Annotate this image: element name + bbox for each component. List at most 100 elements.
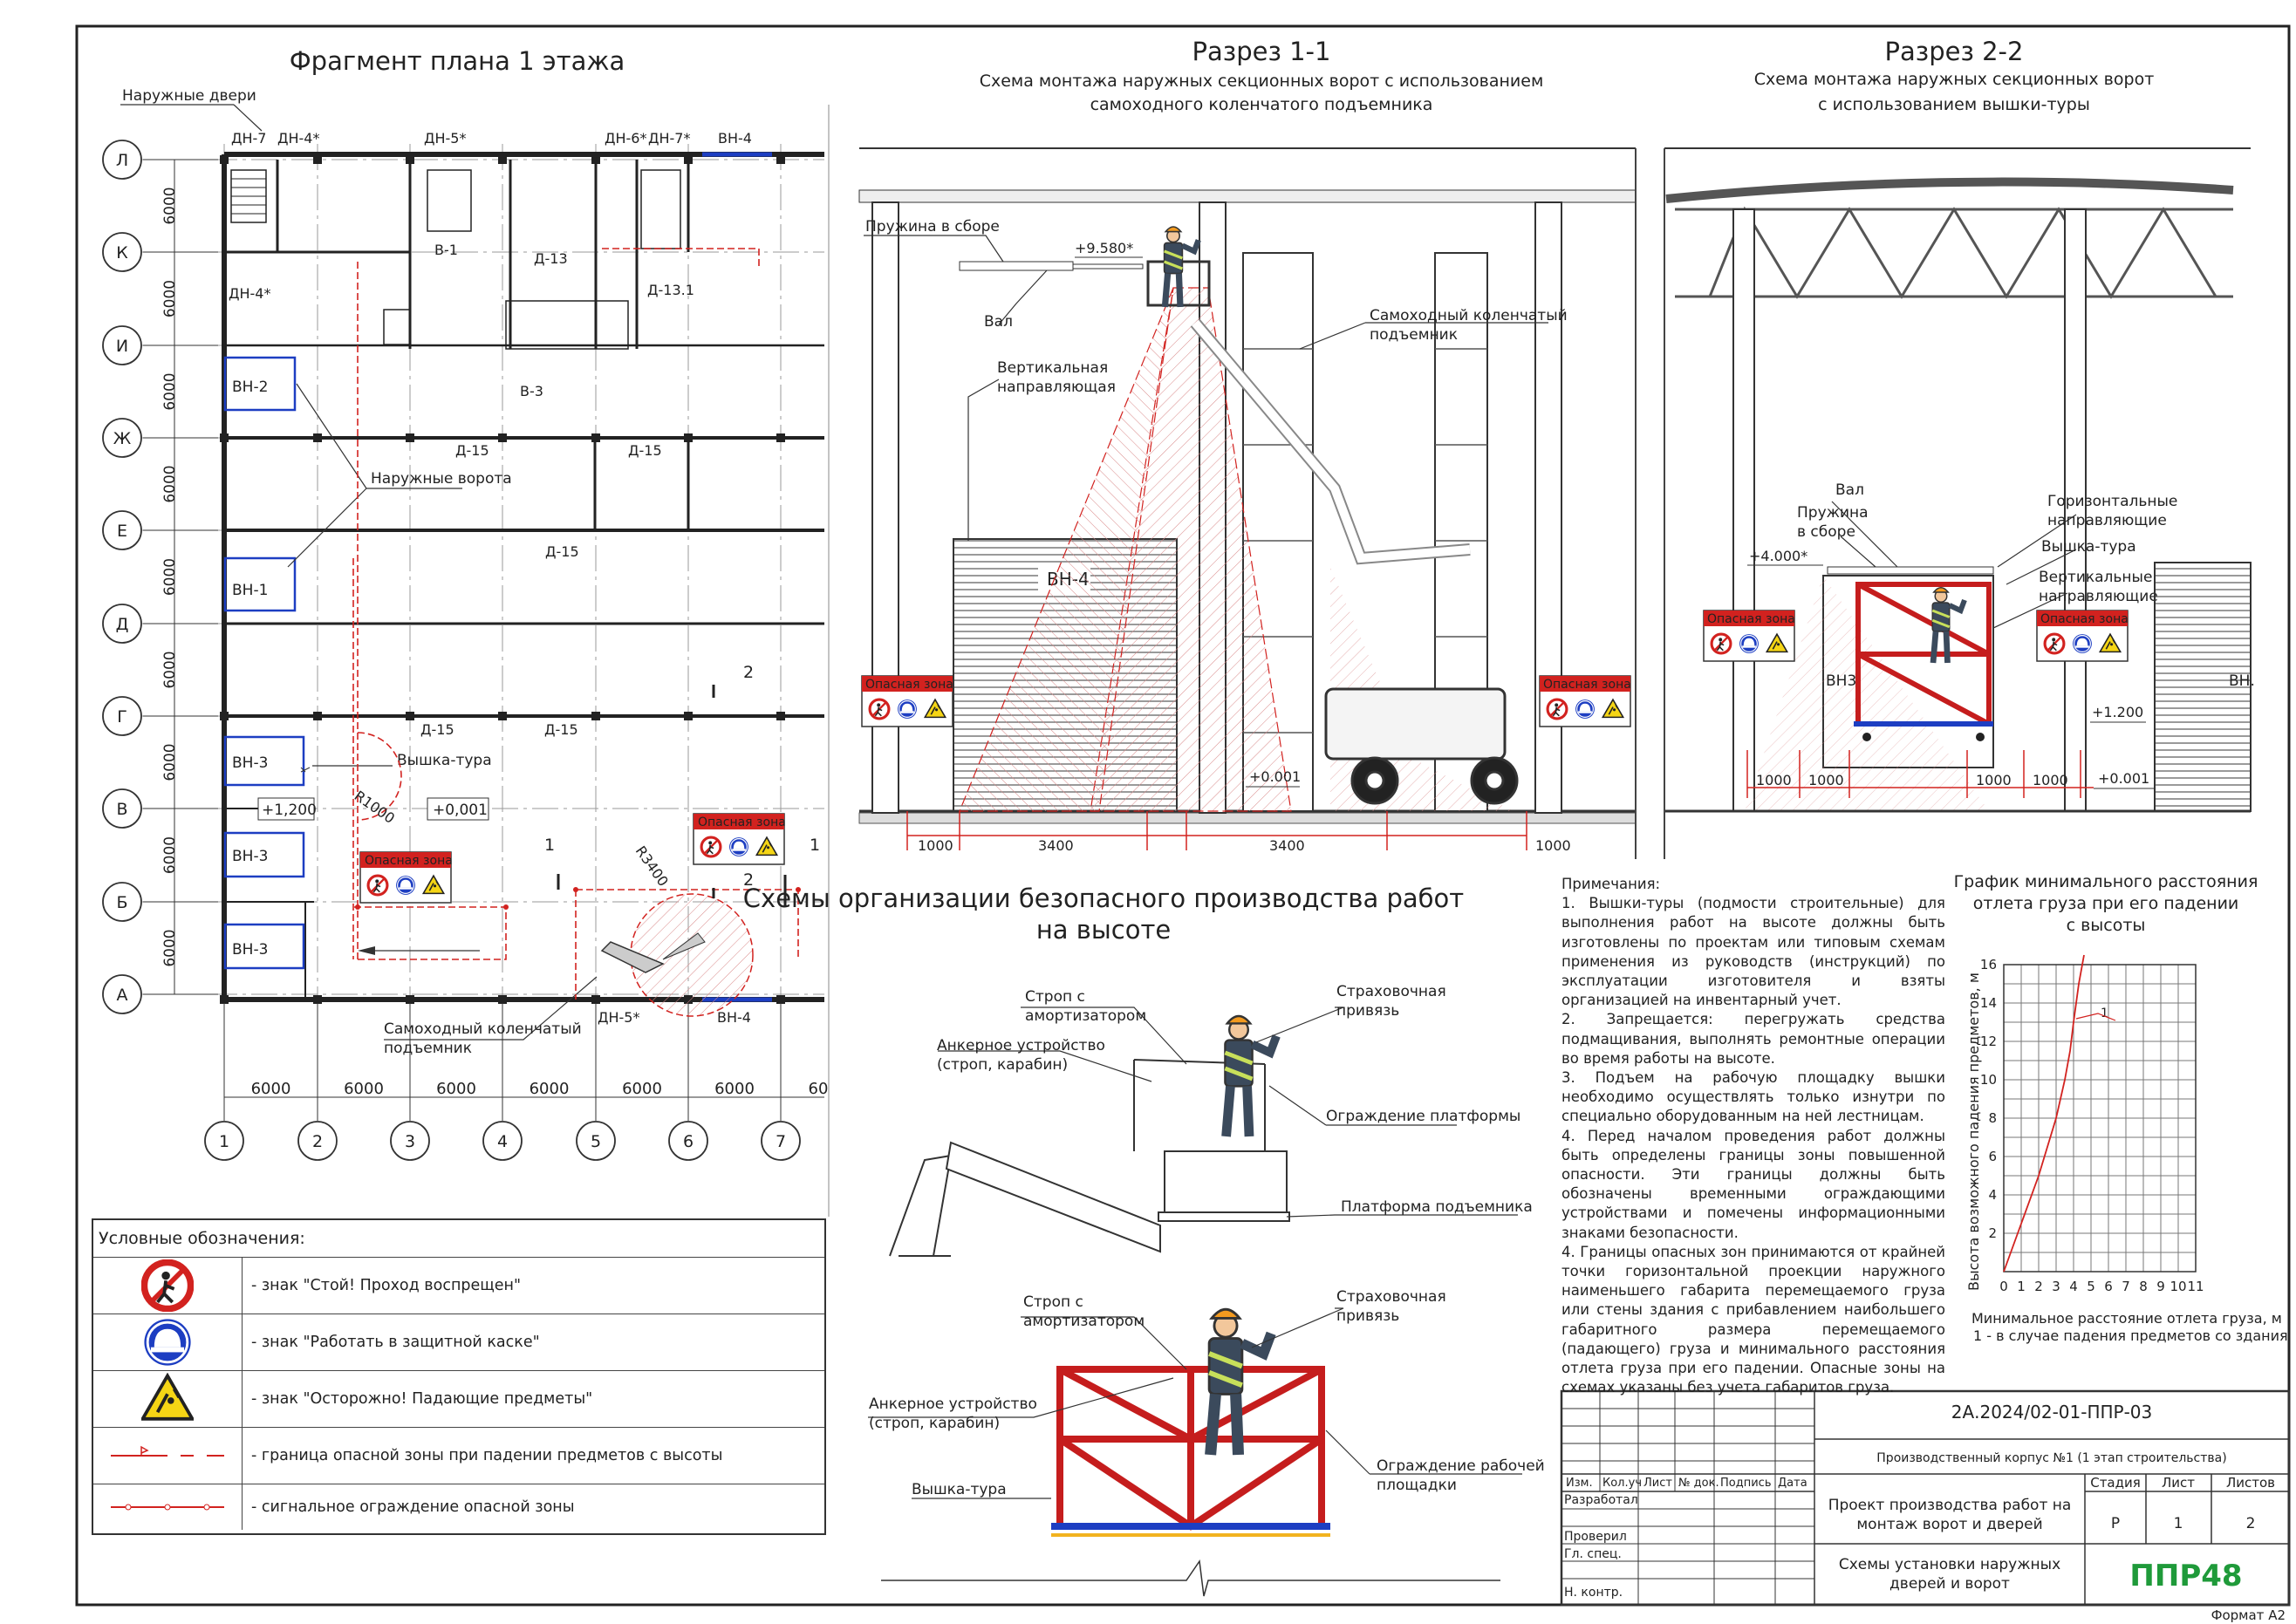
sec2-subtitle-2: с использованием вышки-туры	[1818, 95, 2090, 114]
chart-x-tick: 9	[2156, 1279, 2165, 1294]
stamp-col-kol: Кол.уч	[1602, 1477, 1642, 1490]
sec1-lift-label-2: подъемник	[1370, 326, 1458, 344]
lift-rail: Ограждение платформы	[1326, 1108, 1520, 1125]
col-axis-marker	[204, 1121, 244, 1161]
safety-title-1: Схемы организации безопасного производст…	[743, 884, 1465, 913]
chart-x-tick: 0	[1999, 1279, 2008, 1294]
row-axis-marker	[102, 510, 142, 550]
sec2-shaft-label: Вал	[1835, 481, 1864, 499]
section-1-1: Разрез 1-1 Схема монтажа наружных секцио…	[858, 37, 1637, 854]
lift-platform: Платформа подъемника	[1341, 1198, 1533, 1216]
note-2: 2. Запрещается: перегружать средства под…	[1561, 1011, 1945, 1067]
row-axis-label: И	[116, 337, 128, 356]
stamp-col-list: Лист	[1643, 1477, 1672, 1490]
lift-strop-1: Строп с	[1025, 988, 1085, 1006]
section-mark-1b: 1	[810, 836, 820, 855]
row-dim-label: 6000	[161, 743, 179, 781]
gate-vn2: ВН-2	[232, 379, 268, 396]
door-dn7-star: ДН-7*	[648, 130, 690, 147]
stamp-role-dev: Разработал	[1564, 1493, 1638, 1507]
row-axis-marker	[102, 418, 142, 458]
row-axis-marker	[102, 140, 142, 180]
legend-row-boundary: - граница опасной зоны при падении предм…	[93, 1428, 824, 1484]
tour-anchor-2: (строп, карабин)	[869, 1415, 1000, 1432]
room-d15-c: Д-15	[545, 543, 579, 560]
section-mark-2b: 2	[743, 870, 754, 890]
sec1-dim-1: 1000	[918, 837, 953, 854]
sec2-gate2-label: ВН.	[2229, 672, 2255, 690]
stamp-sheets: 2	[2246, 1515, 2256, 1532]
door-dn4-side: ДН-4*	[229, 285, 270, 302]
sec2-hguides-label-1: Горизонтальные	[2047, 493, 2177, 510]
elev-plan-1200: +1,200	[262, 802, 317, 819]
sec1-elev-floor: +0.001	[1249, 768, 1301, 785]
room-d15-b: Д-15	[628, 442, 662, 459]
row-dim-label: 6000	[161, 465, 179, 502]
col-axis-label: 2	[312, 1132, 323, 1151]
safety-schemes: Схемы организации безопасного производст…	[743, 884, 1545, 1597]
plan-title: Фрагмент плана 1 этажа	[290, 46, 625, 76]
floor-plan: Фрагмент плана 1 этажа Наружные двери	[102, 46, 828, 1161]
section-2-2: Разрез 2-2 Схема монтажа наружных секцио…	[1635, 37, 2255, 859]
door-dn4: ДН-4*	[277, 130, 319, 147]
sec2-dim-4: 1000	[2033, 772, 2068, 788]
plan-danger-label-1: Опасная зона	[365, 854, 453, 868]
legend-row-fall: - знак "Осторожно! Падающие предметы"	[93, 1371, 824, 1428]
chart-title-3: с высоты	[2067, 916, 2146, 935]
col-dim-label: 6000	[622, 1080, 662, 1098]
door-dn6: ДН-6*	[605, 130, 646, 147]
elev-plan-0001: +0,001	[433, 802, 488, 819]
sec2-vguides-label-2: направляющие	[2039, 588, 2158, 605]
sec2-danger-label-2: Опасная зона	[2040, 612, 2129, 626]
row-axis-marker	[102, 604, 142, 644]
chart-x-tick: 5	[2087, 1279, 2095, 1294]
lift-belt-1: Страховочная	[1336, 983, 1446, 1000]
row-axis-marker	[102, 974, 142, 1014]
col-axis-label: 1	[219, 1132, 229, 1151]
row-axis-label: Г	[117, 707, 127, 727]
legend-row-helmet: - знак "Работать в защитной каске"	[93, 1314, 824, 1371]
sec1-dim-3: 3400	[1269, 837, 1305, 854]
sec2-danger-label-1: Опасная зона	[1707, 612, 1795, 626]
sec2-title: Разрез 2-2	[1885, 37, 2024, 66]
sec2-dim-2: 1000	[1808, 772, 1844, 788]
stamp-sheets-label: Листов	[2226, 1475, 2275, 1491]
note-3: 3. Подъем на рабочую площадку вышки необ…	[1561, 1069, 1945, 1125]
tour-belt-2: привязь	[1336, 1307, 1399, 1325]
chart-y-tick: 14	[1980, 995, 1997, 1011]
note-5: 4. Границы опасных зон принимаются от кр…	[1561, 1243, 1945, 1396]
row-axis-label: А	[117, 986, 128, 1005]
stamp-stage: Р	[2111, 1515, 2120, 1532]
helmet-sign-icon	[142, 1317, 193, 1368]
legend-text-boundary: - граница опасной зоны при падении предм…	[251, 1447, 723, 1464]
stamp-sheet: 1	[2174, 1515, 2183, 1532]
sec1-guide-label-1: Вертикальная	[997, 359, 1108, 377]
sec1-dim-4: 1000	[1535, 837, 1571, 854]
sec1-lift-label-1: Самоходный коленчатый	[1370, 307, 1568, 324]
row-dim-label: 6000	[161, 372, 179, 410]
col-dim-label: 6000	[714, 1080, 755, 1098]
col-axis-label: 6	[683, 1132, 694, 1151]
sec2-elev-top: +4.000*	[1749, 548, 1807, 564]
stamp-project-1: Проект производства работ на	[1828, 1497, 2072, 1514]
row-dim-label: 6000	[161, 187, 179, 224]
danger-boundary-line-icon	[111, 1445, 224, 1457]
sec1-guide-label-2: направляющая	[997, 379, 1116, 396]
door-dn5: ДН-5*	[424, 130, 466, 147]
row-dim-label: 6000	[161, 280, 179, 317]
outer-doors-label: Наружные двери	[122, 87, 256, 105]
sec2-gate-label: ВН3	[1826, 672, 1856, 690]
chart-x-tick: 10	[2170, 1279, 2186, 1294]
col-axis-marker	[576, 1121, 616, 1161]
room-v3: В-3	[520, 383, 543, 399]
room-d13: Д-13	[534, 250, 568, 267]
row-axis-marker	[102, 882, 142, 922]
room-d15-d: Д-15	[420, 721, 454, 738]
tour-strop-2: амортизатором	[1023, 1313, 1145, 1330]
sec1-dim-2: 3400	[1038, 837, 1074, 854]
row-axis-label: Б	[116, 893, 127, 912]
sec1-danger-label-1: Опасная зона	[865, 678, 953, 692]
door-dn7: ДН-7	[231, 130, 266, 147]
gate-vn3-a: ВН-3	[232, 754, 268, 772]
lift-belt-2: привязь	[1336, 1002, 1399, 1020]
